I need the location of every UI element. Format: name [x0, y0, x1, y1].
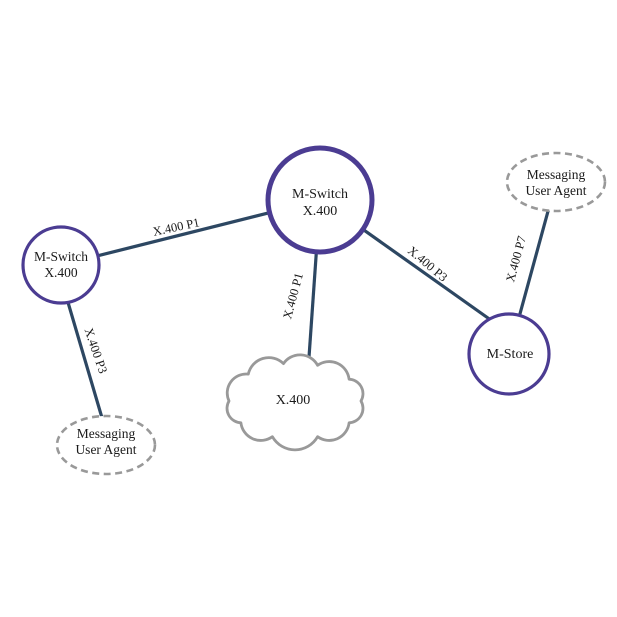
m-store-label: M-Store — [487, 347, 534, 362]
node-mswitch-left: M-Switch X.400 — [21, 225, 101, 305]
mswitch-left-label-line2: X.400 — [44, 265, 78, 280]
node-m-store: M-Store — [467, 312, 551, 396]
mswitch-left-label-line1: M-Switch — [34, 249, 88, 264]
x400-cloud-shape — [225, 353, 365, 452]
node-mswitch-center: M-Switch X.400 — [265, 145, 375, 255]
mua-top-right-ellipse — [505, 151, 607, 213]
mswitch-center-label-line1: M-Switch — [292, 187, 348, 202]
node-mua-bottom-left: Messaging User Agent — [55, 414, 157, 476]
mswitch-center-label-line2: X.400 — [303, 204, 338, 219]
mua-bottom-left-label-line1: Messaging — [77, 426, 136, 441]
edge-label-x400-p1-cloud: X.400 P1 — [280, 271, 306, 320]
mswitch-left-circle — [21, 225, 101, 305]
mua-bottom-left-ellipse — [55, 414, 157, 476]
mswitch-center-circle — [265, 145, 375, 255]
mua-top-right-label-line1: Messaging — [527, 167, 586, 182]
node-x400-cloud: X.400 — [225, 353, 365, 452]
mua-top-right-label-line2: User Agent — [525, 183, 586, 198]
mua-bottom-left-label-line2: User Agent — [75, 442, 136, 457]
node-mua-top-right: Messaging User Agent — [505, 151, 607, 213]
m-store-circle — [467, 312, 551, 396]
edge-label-x400-p7: X.400 P7 — [503, 234, 529, 283]
x400-cloud-label: X.400 — [276, 393, 311, 408]
